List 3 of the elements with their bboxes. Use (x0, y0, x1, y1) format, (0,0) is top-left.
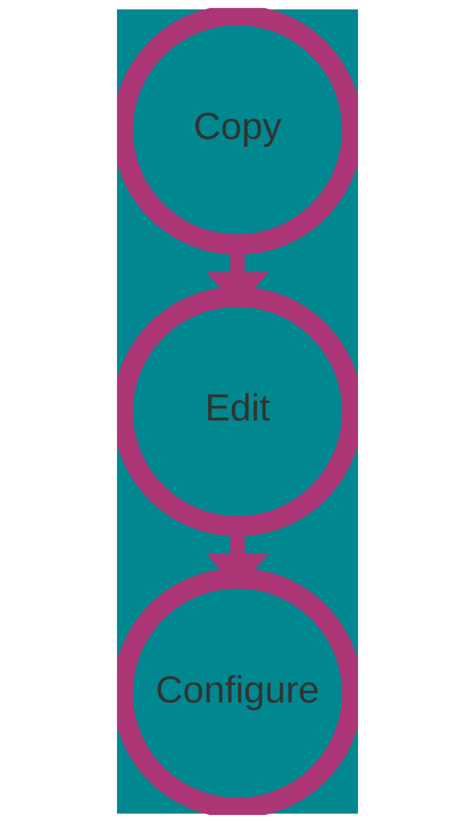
node-circle: Configure (117, 568, 358, 815)
node-circle: Edit (117, 286, 358, 536)
node-circle: Copy (117, 8, 358, 255)
